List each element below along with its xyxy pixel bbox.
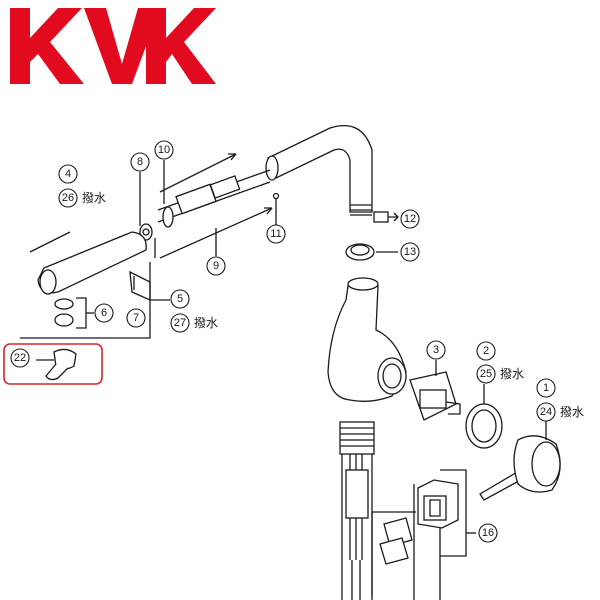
cap-ring [465, 384, 503, 449]
bracket-set [371, 469, 476, 600]
callout-2: 2 [483, 345, 489, 357]
callout-25: 25 [480, 368, 492, 380]
callout-9: 9 [213, 260, 219, 272]
water-repellent-label-24: 撥水 [560, 404, 584, 419]
callout-26: 26 [62, 192, 74, 204]
callout-6: 6 [101, 307, 107, 319]
aerator-part [373, 211, 399, 223]
callout-16: 16 [482, 527, 494, 539]
spout-pipe [265, 124, 373, 216]
callout-3: 3 [433, 344, 439, 356]
part-22-handle [36, 348, 77, 381]
callout-8: 8 [137, 156, 143, 168]
water-repellent-label-27: 撥水 [194, 315, 218, 330]
water-repellent-label-25: 撥水 [500, 366, 524, 381]
callout-4: 4 [65, 168, 71, 180]
cartridge [409, 360, 461, 421]
callout-11: 11 [270, 228, 281, 240]
water-repellent-label-26: 撥水 [82, 190, 106, 205]
faucet-body [327, 277, 407, 600]
callout-12: 12 [404, 213, 416, 225]
callout-24: 24 [540, 406, 552, 418]
callout-27: 27 [174, 317, 186, 329]
nut-part [345, 243, 398, 261]
callout-5: 5 [177, 293, 183, 305]
highlight-frame [3, 343, 103, 385]
callout-1: 1 [543, 382, 549, 394]
washer [54, 313, 74, 327]
callout-22: 22 [14, 352, 26, 364]
spray-head [37, 231, 147, 295]
screw-part [272, 192, 280, 222]
callout-13: 13 [404, 246, 416, 258]
callouts [10, 140, 556, 543]
callout-10: 10 [158, 144, 170, 156]
callout-7: 7 [133, 312, 139, 324]
washer [54, 298, 74, 310]
lever-handle [479, 418, 561, 501]
kvk-logo [10, 8, 216, 84]
